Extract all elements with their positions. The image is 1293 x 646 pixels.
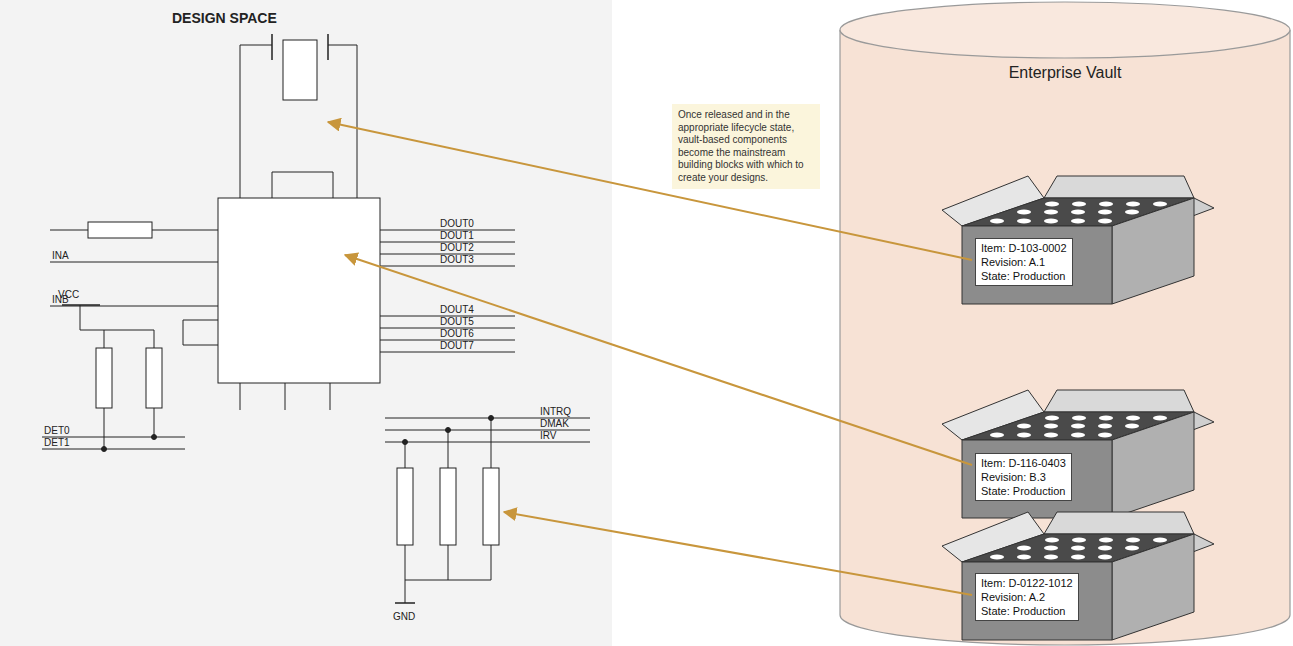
item-field: Revision: A.1 [981, 255, 1045, 269]
design-space-panel [0, 0, 612, 646]
junction-dot [102, 447, 107, 452]
wire [50, 306, 218, 307]
item-field: Revision: B.3 [981, 470, 1046, 484]
item-field: State: Production [981, 269, 1065, 283]
wire [240, 383, 330, 410]
vault-cylinder: Enterprise VaultItem: D-103-0002Revision… [840, 0, 1290, 646]
heading: DESIGN SPACE [172, 10, 612, 26]
design-space-panel: DESIGN SPACE [0, 0, 612, 646]
signal-name: DET0 [44, 426, 70, 436]
wire [50, 230, 88, 231]
pointer-arrow [345, 255, 972, 465]
heading: Enterprise Vault [840, 64, 1290, 82]
signal-name: DET1 [44, 438, 70, 448]
signal-name: INA [52, 251, 69, 261]
wire [405, 545, 491, 603]
resistor-symbol [96, 348, 112, 408]
junction-dot [446, 428, 451, 433]
signal-name: VCC [58, 290, 79, 300]
resistor-symbol [440, 468, 456, 545]
wire [380, 230, 515, 266]
item-field: State: Production [981, 604, 1065, 618]
signal-name: DOUT0 [440, 219, 474, 229]
crystal-symbol [283, 40, 317, 100]
pointer-arrow [504, 512, 972, 595]
junction-dot [403, 440, 408, 445]
ic-symbol [218, 198, 380, 383]
note-text: Once released and in the appropriate lif… [678, 109, 814, 184]
wire [152, 230, 218, 231]
pointer-arrows [328, 122, 972, 595]
vault-cylinder-top [840, 2, 1290, 58]
wire [405, 418, 491, 468]
cardboard-box [942, 390, 1214, 518]
signal-name: DOUT4 [440, 305, 474, 315]
wire [42, 437, 185, 449]
item-field: Item: D-103-0002 [981, 241, 1067, 255]
vault-cylinder [840, 30, 1290, 645]
vault-item-label: Item: D-103-0002Revision: A.1State: Prod… [975, 238, 1073, 286]
ground-symbol [395, 602, 415, 604]
item-field: State: Production [981, 484, 1065, 498]
wire [104, 408, 154, 449]
signal-name: DMAK [540, 419, 569, 429]
resistor-symbol [483, 468, 499, 545]
resistor-symbol [146, 348, 162, 408]
signal-name: DOUT2 [440, 243, 474, 253]
cardboard-box [942, 512, 1214, 640]
resistor-symbol [88, 222, 152, 238]
pointer-arrow [328, 122, 972, 260]
wire [385, 418, 590, 442]
signal-name: IRV [540, 431, 557, 441]
wire [80, 305, 154, 348]
wire [328, 45, 357, 198]
vault-item-label: Item: D-0122-1012Revision: A.2State: Pro… [975, 573, 1079, 621]
signal-name: DOUT1 [440, 231, 474, 241]
resistor-symbol [397, 468, 413, 545]
wire [183, 320, 218, 345]
signal-name: DOUT5 [440, 317, 474, 327]
signal-name: GND [393, 612, 415, 622]
crystal-plate [327, 34, 329, 60]
wire [272, 172, 333, 198]
cardboard-box [942, 176, 1214, 304]
signal-name: DOUT7 [440, 341, 474, 351]
junction-dot [152, 435, 157, 440]
signal-name: DOUT3 [440, 255, 474, 265]
item-field: Item: D-0122-1012 [981, 576, 1073, 590]
note-box: Once released and in the appropriate lif… [672, 104, 820, 189]
signal-name: DOUT6 [440, 329, 474, 339]
crystal-plate [271, 34, 273, 60]
wire [240, 45, 272, 198]
junction-dot [489, 416, 494, 421]
item-field: Revision: A.2 [981, 590, 1045, 604]
schematic [42, 34, 590, 603]
signal-name: INTRQ [540, 407, 571, 417]
wire [380, 316, 515, 352]
item-field: Item: D-116-0403 [981, 456, 1066, 470]
vault-item-label: Item: D-116-0403Revision: B.3State: Prod… [975, 453, 1072, 501]
wire [50, 262, 218, 263]
